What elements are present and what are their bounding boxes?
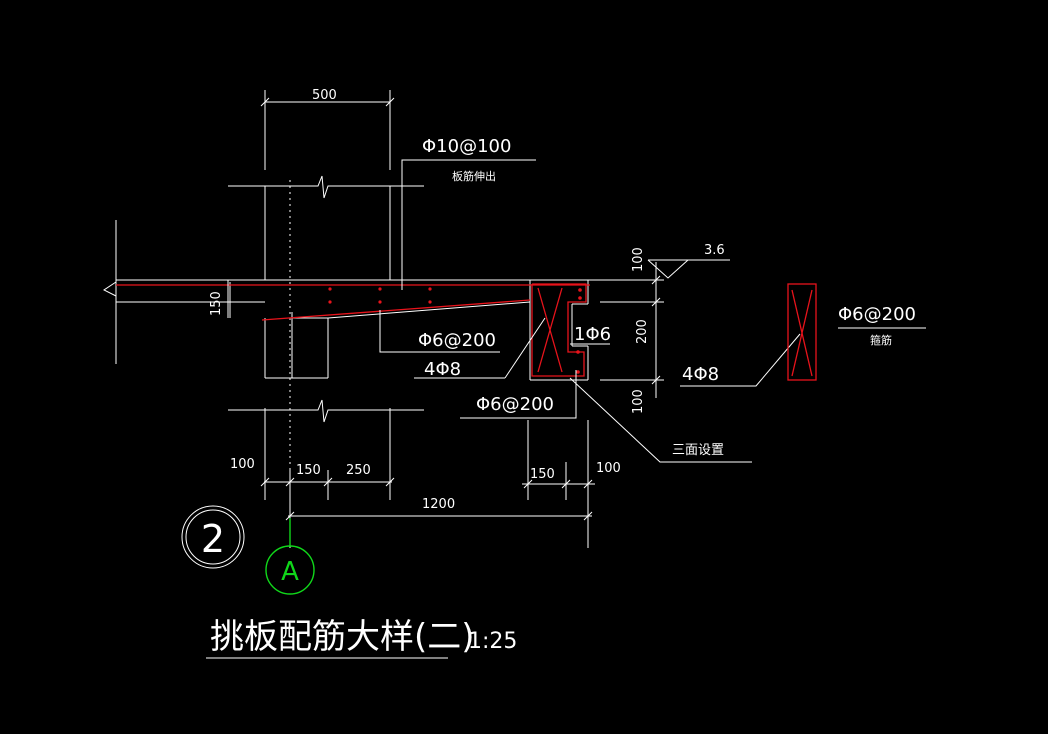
three-sides-note: 三面设置: [672, 443, 724, 458]
drawing-scale: 1:25: [468, 629, 517, 654]
bottom-bars-left: 4Φ8: [424, 359, 461, 380]
dim-150-left: 150: [296, 463, 321, 478]
dim-250: 250: [346, 463, 371, 478]
dim-100-bottom: 100: [631, 389, 646, 414]
slab-bar-note: 板筋伸出: [452, 169, 496, 183]
dim-100-beam: 100: [596, 461, 621, 476]
dim-500: 500: [312, 88, 337, 103]
drawing-title: 挑板配筋大样(二): [210, 617, 475, 657]
detail-marker: 2: [181, 505, 245, 569]
stirrup-detail: [787, 283, 926, 381]
dim-150-slab: 150: [209, 291, 224, 316]
dim-150-beam: 150: [530, 467, 555, 482]
column: [228, 175, 424, 470]
break-line-top: [228, 175, 424, 199]
dim-100-top: 100: [631, 247, 646, 272]
axis-marker: A: [265, 518, 315, 595]
rebar: [116, 283, 590, 377]
stirrup-detail-note: 箍筋: [870, 333, 892, 347]
stirrup-label-lower: Φ6@200: [476, 394, 554, 415]
dim-1200: 1200: [422, 497, 455, 512]
single-bar-label: 1Φ6: [574, 324, 611, 345]
stirrup-detail-label: Φ6@200: [838, 304, 916, 325]
detail-number: 2: [201, 517, 225, 561]
slab-bar-label: Φ10@100: [422, 136, 511, 157]
leader-lines: [379, 159, 801, 463]
dim-100-left: 100: [230, 457, 255, 472]
stirrup-label-left: Φ6@200: [418, 330, 496, 351]
dim-200-beam: 200: [635, 319, 650, 344]
bottom-bars-right: 4Φ8: [682, 364, 719, 385]
elevation-value: 3.6: [704, 243, 725, 258]
dimension-lines: [227, 90, 664, 548]
slab-outline: [103, 220, 640, 381]
break-line-bottom: [228, 399, 424, 423]
axis-label: A: [281, 557, 299, 587]
